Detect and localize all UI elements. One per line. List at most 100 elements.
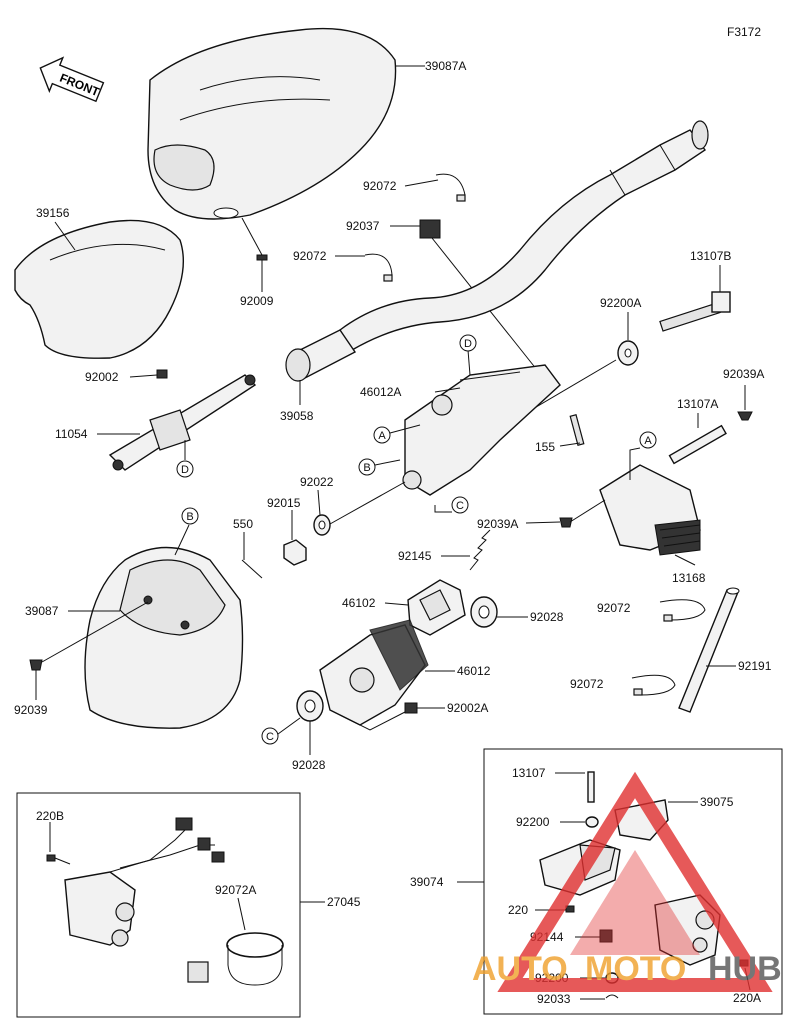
label-39074: 39074	[410, 875, 444, 889]
ref-c-column: C	[451, 496, 469, 514]
ref-b-column: B	[358, 458, 376, 476]
svg-text:A: A	[378, 430, 386, 442]
label-46102: 46102	[342, 596, 376, 610]
label-92002a: 92002A	[447, 701, 488, 715]
label-13168: 13168	[672, 571, 706, 585]
switch-assembly	[64, 817, 225, 947]
label-92072-b: 92072	[293, 249, 327, 263]
label-39087a: 39087A	[425, 59, 466, 73]
label-39156: 39156	[36, 206, 70, 220]
lower-cover-39087	[84, 546, 244, 729]
label-11054: 11054	[55, 427, 88, 441]
ref-d-upper: D	[459, 334, 477, 352]
svg-text:C: C	[266, 731, 274, 743]
label-92015: 92015	[267, 496, 301, 510]
figure-code: F3172	[727, 25, 761, 39]
pin-13107a	[668, 424, 727, 465]
label-92200-a: 92200	[516, 815, 550, 829]
ref-a-bracket: A	[639, 431, 657, 449]
ref-d-lower: D	[176, 460, 194, 478]
spring-92145	[469, 529, 491, 571]
upper-cover-39087a	[147, 27, 397, 220]
watermark-logo: AUTO MOTO HUB	[472, 771, 782, 992]
screw-220b	[46, 854, 71, 865]
label-92072a: 92072A	[215, 883, 256, 897]
label-46012: 46012	[457, 664, 491, 678]
label-39075: 39075	[700, 795, 734, 809]
label-550: 550	[233, 517, 253, 531]
steering-column-46012a	[402, 364, 561, 496]
label-39058: 39058	[280, 409, 314, 423]
bracket-11054	[108, 374, 257, 471]
grip-39058	[285, 329, 357, 382]
label-92145: 92145	[398, 549, 432, 563]
clamp-92072-c	[659, 599, 706, 622]
screw-220	[565, 905, 575, 913]
spring-92144	[599, 929, 613, 943]
rivet-92039a-b	[559, 517, 573, 528]
label-92002: 92002	[85, 370, 119, 384]
clamp-92072-d	[631, 674, 676, 696]
pin-550	[241, 559, 263, 579]
svg-text:B: B	[363, 462, 370, 474]
nut-92015	[283, 539, 307, 566]
bracket-13168	[599, 464, 701, 556]
svg-text:D: D	[181, 464, 189, 476]
label-13107: 13107	[512, 766, 546, 780]
label-92033: 92033	[537, 992, 571, 1006]
lock-46102	[407, 579, 466, 636]
front-arrow-icon: FRONT	[39, 56, 105, 103]
tube-92191	[678, 587, 740, 713]
label-92039a-a: 92039A	[723, 367, 764, 381]
clamp-92072-b	[364, 253, 393, 282]
bolt-92002	[156, 369, 168, 379]
label-13107b: 13107B	[690, 249, 731, 263]
svg-text:B: B	[186, 511, 193, 523]
pin-13107	[587, 771, 595, 803]
label-13107a: 13107A	[677, 397, 718, 411]
label-92028-b: 92028	[292, 758, 326, 772]
label-92191: 92191	[738, 659, 772, 673]
washer-92200a	[617, 340, 639, 366]
label-92200a: 92200A	[600, 296, 641, 310]
label-92009: 92009	[240, 294, 274, 308]
washer-92022	[313, 514, 331, 536]
svg-text:D: D	[464, 338, 472, 350]
rivet-92039a-a	[737, 411, 753, 421]
watermark-text-1: AUTO	[472, 950, 568, 988]
washer-92200-a	[585, 816, 599, 828]
label-92039: 92039	[14, 703, 48, 717]
label-46012a: 46012A	[360, 385, 401, 399]
label-92039a-b: 92039A	[477, 517, 518, 531]
label-92072-d: 92072	[570, 677, 604, 691]
handlebar	[339, 120, 709, 351]
watermark-text-2: MOTO	[585, 950, 686, 988]
svg-text:A: A	[644, 435, 652, 447]
washer-92028-a	[470, 596, 498, 628]
pad-39156	[14, 219, 185, 359]
ref-a-column: A	[373, 426, 391, 444]
label-92028-a: 92028	[530, 610, 564, 624]
label-92072-a: 92072	[363, 179, 397, 193]
ref-c-lower: C	[261, 727, 279, 745]
box-27045	[16, 792, 301, 1018]
grommet-92037	[419, 219, 441, 239]
label-92037: 92037	[346, 219, 380, 233]
clip-92033	[605, 994, 619, 999]
label-220b: 220B	[36, 809, 64, 823]
ref-b-cover: B	[181, 507, 199, 525]
washer-92028-b	[296, 690, 324, 722]
label-92072-c: 92072	[597, 601, 631, 615]
bolt-13107b	[659, 291, 731, 332]
housing-46012	[319, 619, 429, 726]
label-92022: 92022	[300, 475, 334, 489]
rivet-92039	[29, 659, 43, 671]
clamp-92072-a	[435, 173, 466, 202]
label-220a: 220A	[733, 991, 761, 1005]
screw-92009	[256, 254, 268, 270]
label-155: 155	[535, 440, 555, 454]
label-39087: 39087	[25, 604, 59, 618]
svg-text:C: C	[456, 500, 464, 512]
watermark-text-3: HUB	[708, 950, 782, 988]
